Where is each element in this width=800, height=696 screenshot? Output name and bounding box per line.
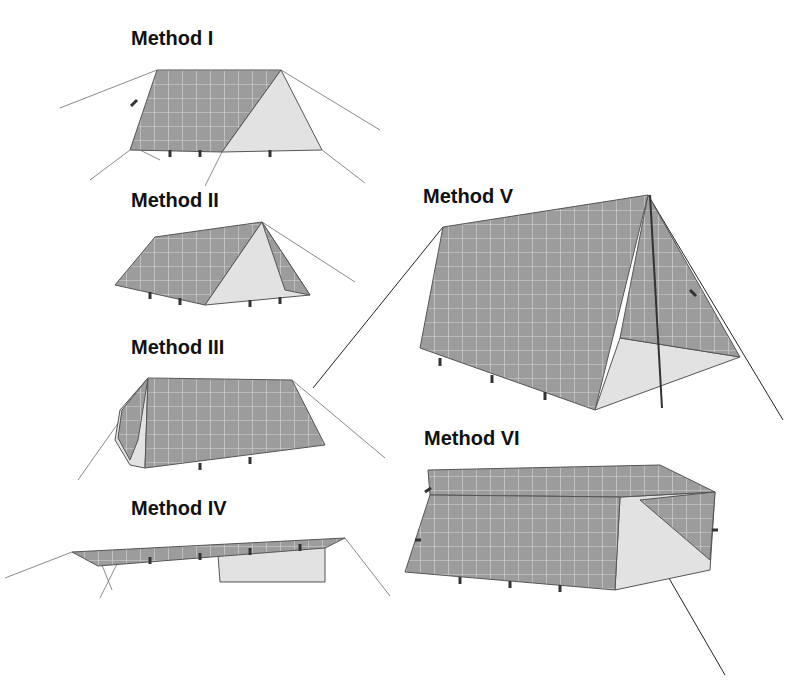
method-label: Method V [423,184,513,208]
label-holder: Method V [423,184,513,208]
tie-tabs [131,100,718,592]
label-holder: Method III [131,335,224,359]
method-label: Method IV [131,496,227,520]
guy-lines-dark [313,195,783,675]
method-label: Method III [131,335,224,359]
tarp-shapes [72,70,740,590]
label-holder: Method II [131,188,219,212]
label-holder: Method VI [424,426,520,450]
method-label: Method II [131,188,219,212]
label-holder: Method IV [131,496,227,520]
guy-lines [5,70,390,598]
label-holder: Method I [131,26,213,50]
method-label: Method VI [424,426,520,450]
method-label: Method I [131,26,213,50]
